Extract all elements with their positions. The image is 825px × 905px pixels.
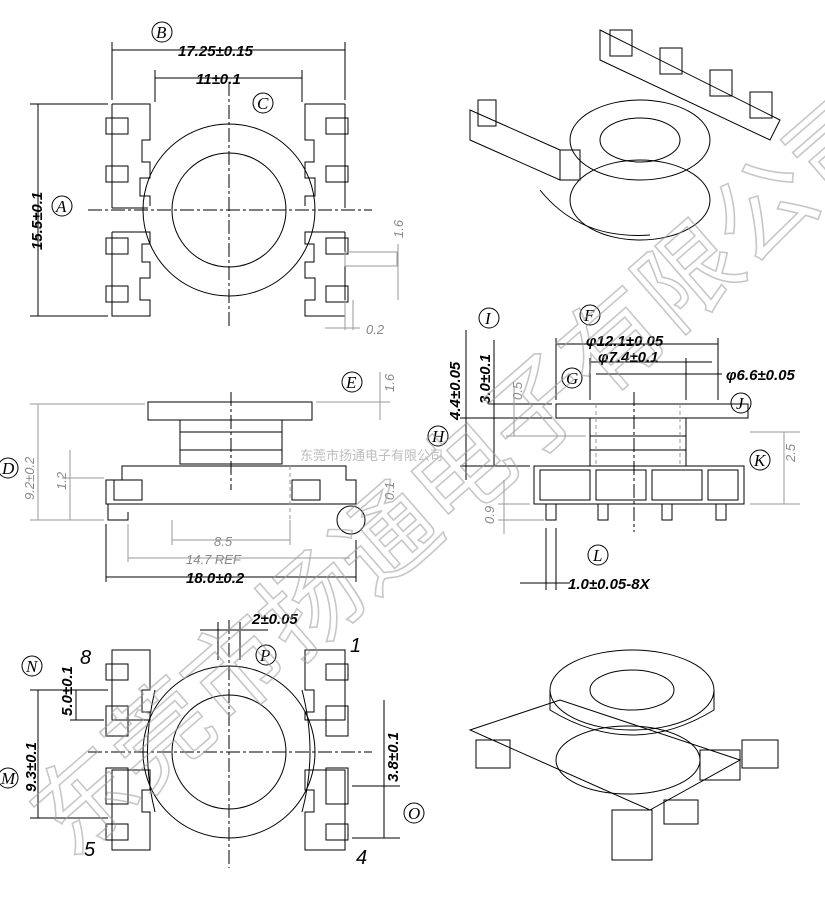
callout-k: K xyxy=(749,449,771,471)
isometric-view-bottom xyxy=(468,649,779,861)
callout-b: B xyxy=(151,21,173,43)
top-view xyxy=(30,42,399,330)
dim-side-height: 9.2±0.2 xyxy=(22,456,37,500)
dim-side-foot: 1.2 xyxy=(54,471,69,490)
dim-right-pin: 1.0±0.05-8X xyxy=(568,576,651,593)
side-view xyxy=(30,372,390,582)
dim-right-dia3: φ6.6±0.05 xyxy=(726,367,795,384)
callout-i: I xyxy=(478,307,500,329)
svg-text:N: N xyxy=(25,657,39,676)
dim-top-width: 17.25±0.15 xyxy=(178,43,254,60)
watermark: 东莞市扬通电子有限公司 xyxy=(8,67,825,879)
dim-side-total: 18.0±0.2 xyxy=(186,570,245,587)
callout-m: M xyxy=(0,767,19,789)
callout-h: H xyxy=(427,425,449,447)
svg-text:E: E xyxy=(345,373,357,392)
svg-text:C: C xyxy=(257,94,269,113)
dim-bottom-span: 9.3±0.1 xyxy=(23,742,40,792)
dim-side-top: 1.6 xyxy=(382,373,397,392)
dim-tab-width: 1.6 xyxy=(391,219,406,238)
svg-text:G: G xyxy=(566,369,578,388)
dim-right-dia2: φ7.4±0.1 xyxy=(598,349,659,366)
dim-top-inner: 11±0.1 xyxy=(196,71,241,88)
svg-text:K: K xyxy=(753,451,767,470)
pin-5: 5 xyxy=(84,839,96,861)
dim-bottom-pitch: 5.0±0.1 xyxy=(59,666,76,716)
callout-e: E xyxy=(341,371,363,393)
pin-4: 4 xyxy=(356,847,367,869)
watermark-large-text: 东莞市扬通电子有限公司 xyxy=(9,68,825,878)
dim-right-h3: 0.5 xyxy=(510,381,525,400)
svg-text:A: A xyxy=(55,197,67,216)
dim-right-base: 2.5 xyxy=(783,443,798,463)
dim-tab-offset: 0.2 xyxy=(366,322,385,337)
callout-n: N xyxy=(21,655,43,677)
dim-right-h2: 3.0±0.1 xyxy=(477,354,494,404)
dim-side-pin: 0.1 xyxy=(382,482,397,500)
callout-g: G xyxy=(561,367,583,389)
svg-text:H: H xyxy=(431,427,446,446)
callout-j: J xyxy=(730,392,752,414)
callout-a: A xyxy=(51,195,73,217)
bottom-view xyxy=(30,620,400,868)
dim-right-dia1: φ12.1±0.05 xyxy=(586,333,664,350)
svg-text:D: D xyxy=(1,459,15,478)
callout-l: L xyxy=(587,544,609,566)
svg-text:F: F xyxy=(583,306,595,325)
svg-text:L: L xyxy=(592,546,602,565)
callout-d: D xyxy=(0,457,19,479)
callout-p: P xyxy=(255,644,277,666)
dim-side-ref: 14.7 REF xyxy=(186,552,242,567)
dim-bottom-right: 3.8±0.1 xyxy=(385,732,402,782)
callout-o: O xyxy=(403,802,425,824)
svg-text:O: O xyxy=(408,804,420,823)
dim-right-h1: 4.4±0.05 xyxy=(447,361,464,421)
watermark-small-text: 东莞市扬通电子有限公司 xyxy=(300,448,443,464)
svg-text:P: P xyxy=(259,646,270,665)
pin-1: 1 xyxy=(350,635,361,657)
right-view xyxy=(460,330,800,590)
pin-8: 8 xyxy=(80,647,91,669)
dim-top-height: 15.5±0.1 xyxy=(29,192,46,250)
isometric-view-top xyxy=(469,29,781,241)
callout-c: C xyxy=(252,92,274,114)
svg-text:I: I xyxy=(484,309,492,328)
svg-text:B: B xyxy=(156,23,167,42)
dim-right-foot: 0.9 xyxy=(482,506,497,524)
svg-text:M: M xyxy=(0,769,16,788)
dim-side-inner: 8.5 xyxy=(214,534,233,549)
dim-bottom-slot: 2±0.05 xyxy=(251,611,298,628)
callout-f: F xyxy=(579,304,601,326)
svg-text:J: J xyxy=(736,394,745,413)
